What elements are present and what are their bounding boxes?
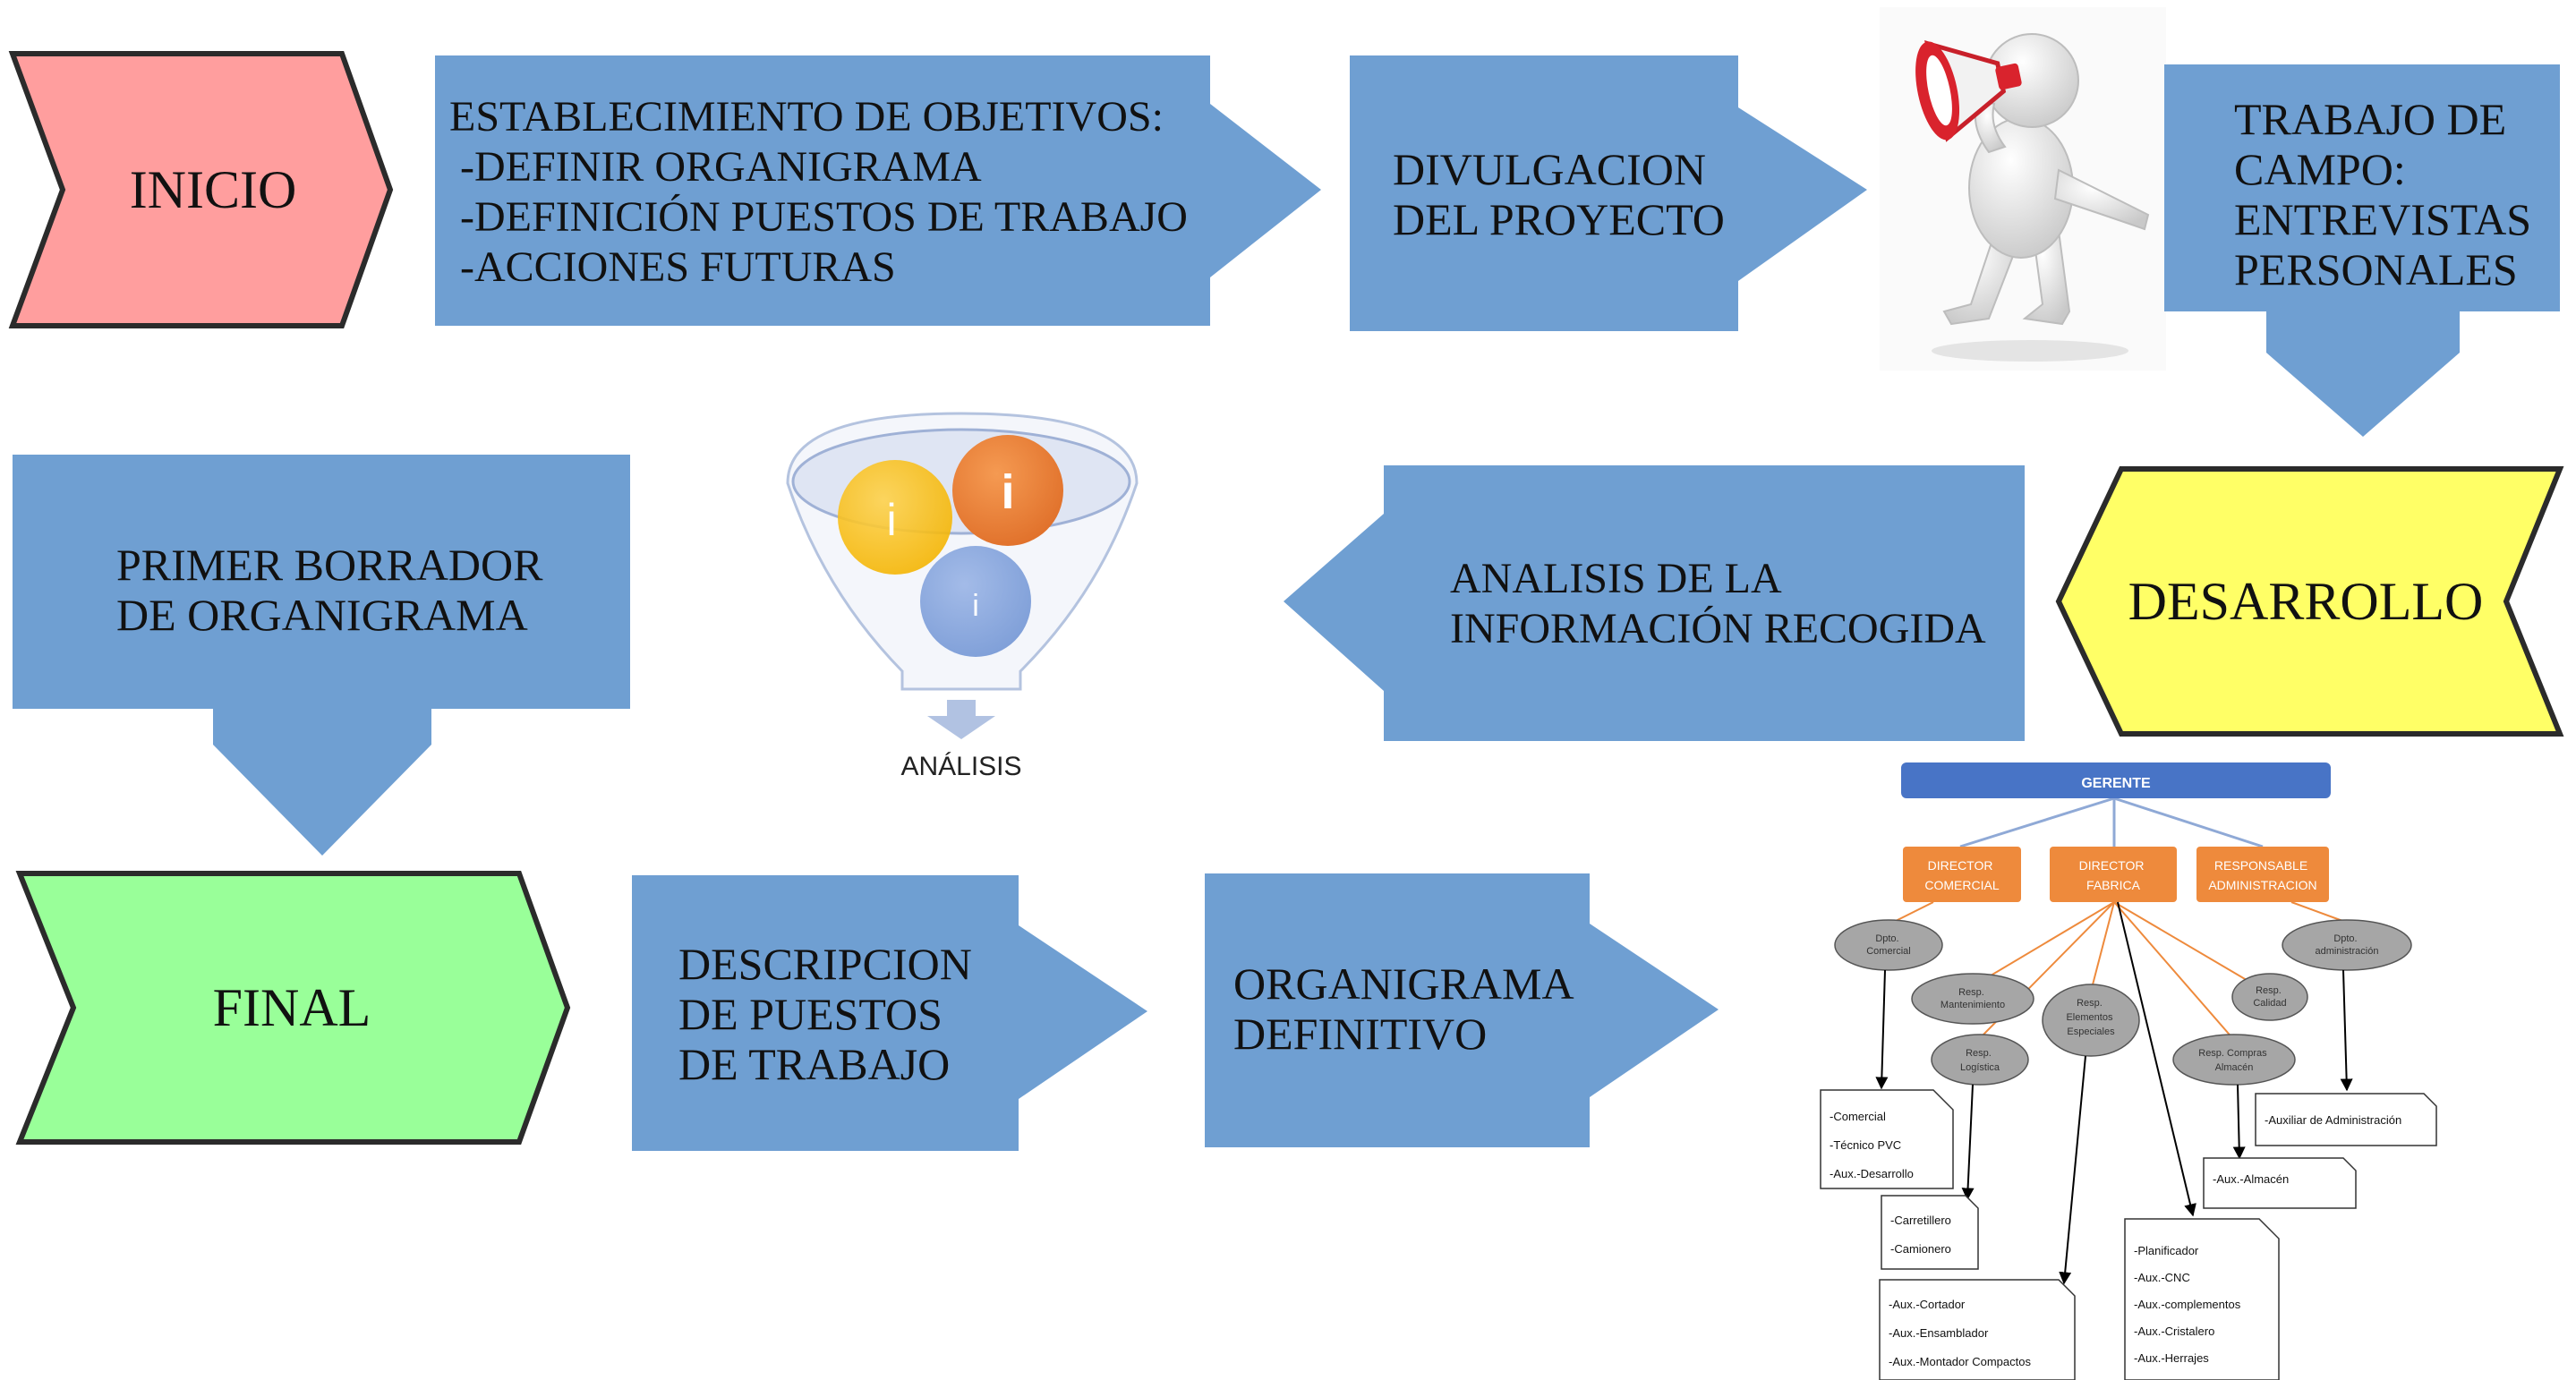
org-list-text: -Aux.-Almacén	[2213, 1172, 2289, 1186]
org-list-text: -Auxiliar de Administración	[2265, 1113, 2401, 1127]
analisis-info-line: INFORMACIÓN RECOGIDA	[1450, 604, 1986, 652]
divulgacion-line: DEL PROYECTO	[1393, 194, 1725, 244]
org-list-card	[1881, 1195, 1979, 1270]
objetivos-line: -DEFINIR ORGANIGRAMA	[449, 143, 982, 191]
megaphone-figure-icon	[1880, 7, 2166, 371]
descripcion-text: DESCRIPCION DE PUESTOS DE TRABAJO	[678, 939, 983, 1089]
objetivos-line: -ACCIONES FUTURAS	[449, 243, 896, 291]
org-list-card	[1820, 1089, 1954, 1189]
organigrama-definitivo-text: ORGANIGRAMA DEFINITIVO	[1233, 958, 1582, 1059]
org-director-box	[1903, 847, 2021, 902]
inicio-chevron	[8, 51, 394, 328]
descripcion-line: DE TRABAJO	[678, 1039, 950, 1089]
primer-borrador-line: PRIMER BORRADOR	[116, 540, 543, 590]
org-director-box	[2196, 847, 2329, 902]
divulgacion-text: DIVULGACION DEL PROYECTO	[1393, 144, 1725, 244]
funnel-glyph: i	[886, 495, 896, 545]
org-unit-label: Resp. Logística	[1960, 1048, 2000, 1073]
trabajo-campo-text: TRABAJO DE CAMPO: ENTREVISTAS PERSONALES	[2234, 94, 2543, 294]
descripcion-block-arrow	[632, 875, 1147, 1151]
org-unit	[2282, 919, 2412, 971]
analisis-icon-label: ANÁLISIS	[900, 752, 1021, 781]
trabajo-campo-line: TRABAJO DE	[2234, 94, 2506, 144]
org-list-card	[2255, 1093, 2437, 1146]
objetivos-block-arrow	[435, 55, 1321, 326]
desarrollo-label: DESARROLLO	[2128, 572, 2484, 631]
org-unit	[2231, 973, 2308, 1021]
funnel-glyph: i	[972, 589, 979, 623]
organigrama-definitivo-line: DEFINITIVO	[1233, 1009, 1487, 1059]
org-list-card	[2124, 1218, 2280, 1380]
trabajo-campo-line: CAMPO:	[2234, 144, 2406, 194]
org-director-label: DIRECTOR FABRICA	[2079, 858, 2148, 892]
org-unit	[1911, 973, 2034, 1025]
analysis-funnel-icon: i i i	[786, 412, 1139, 739]
trabajo-campo-block-arrow	[2164, 64, 2560, 437]
org-list-text: -Comercial -Técnico PVC -Aux.-Desarrollo	[1830, 1110, 1914, 1180]
org-chart: GERENTE DIRECTOR COMERCIAL DIRECTOR FABR…	[1820, 762, 2437, 1380]
org-unit	[2042, 984, 2140, 1057]
organigrama-definitivo-line: ORGANIGRAMA	[1233, 958, 1574, 1009]
primer-borrador-block-arrow	[13, 455, 630, 856]
org-director-label: RESPONSABLE ADMINISTRACION	[2208, 858, 2316, 892]
org-list-text: -Carretillero -Camionero	[1890, 1214, 1955, 1256]
org-list-text: -Planificador -Aux.-CNC -Aux.-complement…	[2134, 1244, 2244, 1365]
analisis-info-text: ANALISIS DE LA INFORMACIÓN RECOGIDA	[1450, 555, 1986, 652]
trabajo-campo-line: PERSONALES	[2234, 244, 2518, 294]
analisis-info-block-arrow	[1284, 465, 2025, 741]
org-unit	[1834, 919, 1943, 971]
trabajo-campo-line: ENTREVISTAS	[2234, 194, 2531, 244]
org-unit-label: Resp. Compras Almacén	[2198, 1048, 2269, 1073]
analisis-info-line: ANALISIS DE LA	[1450, 555, 1782, 602]
divulgacion-block-arrow	[1350, 55, 1867, 331]
org-unit-label: Dpto. administración	[2316, 933, 2379, 957]
org-list-card	[1879, 1279, 2076, 1380]
org-unit-label: Resp. Calidad	[2253, 985, 2286, 1009]
org-list-text: -Aux.-Cortador -Aux.-Ensamblador -Aux.-M…	[1889, 1298, 2031, 1368]
inicio-label: INICIO	[130, 160, 297, 219]
objetivos-line: ESTABLECIMIENTO DE OBJETIVOS:	[449, 93, 1164, 141]
desarrollo-chevron	[2055, 466, 2564, 737]
org-unit	[2172, 1034, 2296, 1086]
org-unit-label: Resp. Elementos Especiales	[2066, 998, 2115, 1037]
org-director-box	[2050, 847, 2177, 902]
descripcion-line: DE PUESTOS	[678, 989, 943, 1039]
org-unit-label: Resp. Mantenimiento	[1941, 987, 2005, 1010]
organigrama-definitivo-block-arrow	[1205, 873, 1719, 1147]
org-director-label: DIRECTOR COMERCIAL	[1924, 858, 1999, 892]
org-list-card	[2203, 1157, 2357, 1209]
primer-borrador-line: DE ORGANIGRAMA	[116, 590, 528, 640]
final-label: FINAL	[213, 978, 371, 1037]
org-top-label: GERENTE	[2081, 776, 2151, 791]
org-unit	[1931, 1034, 2029, 1086]
objetivos-text: ESTABLECIMIENTO DE OBJETIVOS: -DEFINIR O…	[449, 93, 1198, 291]
objetivos-line: -DEFINICIÓN PUESTOS DE TRABAJO	[449, 192, 1188, 241]
org-unit-label: Dpto. Comercial	[1866, 933, 1911, 957]
final-chevron	[15, 871, 571, 1145]
divulgacion-line: DIVULGACION	[1393, 144, 1706, 194]
descripcion-line: DESCRIPCION	[678, 939, 972, 989]
org-top-box	[1901, 762, 2331, 798]
primer-borrador-text: PRIMER BORRADOR DE ORGANIGRAMA	[116, 540, 554, 640]
funnel-glyph: i	[1001, 465, 1014, 519]
